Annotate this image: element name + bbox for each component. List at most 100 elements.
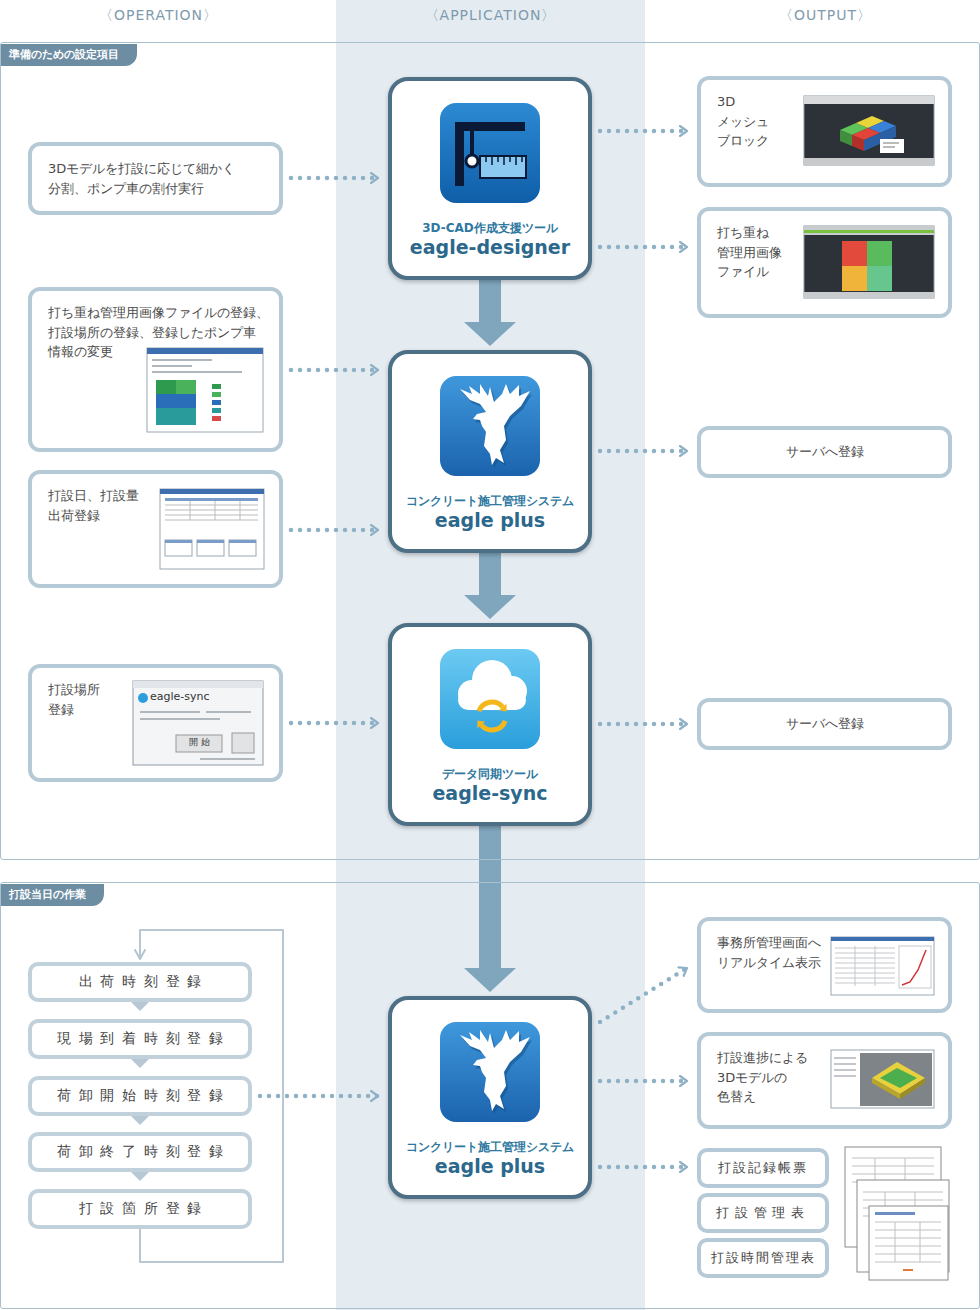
output-text: サーバへ登録 xyxy=(786,714,864,734)
sync-icon xyxy=(458,680,486,708)
app-screenshot xyxy=(156,380,176,394)
dotted-arrow xyxy=(291,368,378,373)
output-text: 3D メッシュ ブロック xyxy=(717,92,777,151)
operation-text: 打設場所 登録 xyxy=(48,680,118,719)
operation-text: 打ち重ね管理用画像ファイルの登録、 打設場所の登録、登録したポンプ車 情報の変更 xyxy=(48,303,273,362)
tool-category: コンクリート施工管理システム xyxy=(406,1139,574,1155)
app-screenshot xyxy=(212,392,221,397)
sync-window-screenshot xyxy=(200,758,255,760)
app-screenshot xyxy=(165,540,192,543)
output-box: 3D メッシュ ブロック xyxy=(697,76,952,187)
center-band xyxy=(336,0,645,1310)
designer-icon xyxy=(486,156,522,165)
section-tab: 準備のための設定項目 xyxy=(1,44,137,66)
eagle-plus-icon xyxy=(440,1022,540,1122)
sync-icon xyxy=(477,720,485,728)
cad-screenshot xyxy=(856,116,884,128)
tool-name: eagle-designer xyxy=(410,236,570,260)
step-label: 荷卸開始時刻登録 xyxy=(57,1087,231,1105)
step-label: 打設箇所登録 xyxy=(79,1200,209,1218)
screenshot-button-holder: 開始 xyxy=(176,737,222,749)
step-label: 出荷時刻登録 xyxy=(79,973,209,991)
section-panel: 準備のための設定項目 3Dモデルを打設に応じて細かく 分割、ポンプ車の割付実行 3D… xyxy=(0,42,980,860)
report-documents xyxy=(875,1222,941,1262)
sync-window-screenshot xyxy=(133,681,263,765)
sync-icon xyxy=(440,649,540,749)
cad-screenshot xyxy=(867,266,892,291)
report-documents xyxy=(903,1269,913,1271)
step-box: 現場到着時刻登録 xyxy=(28,1019,252,1059)
step-arrow xyxy=(131,1059,149,1068)
output-box: 打ち重ね 管理用画像 ファイル xyxy=(697,207,952,318)
column-header-holder: 〈APPLICATION〉 xyxy=(370,6,610,24)
report-documents xyxy=(845,1147,941,1247)
model-screenshot xyxy=(880,1068,917,1088)
cad-screenshot xyxy=(804,96,934,165)
step-arrow xyxy=(131,1172,149,1181)
report-documents xyxy=(863,1192,943,1222)
application-box: コンクリート施工管理システムeagle plus xyxy=(388,996,592,1199)
output-box: サーバへ登録 xyxy=(697,426,952,478)
sync-window-screenshot xyxy=(140,712,251,719)
eagle-plus-icon xyxy=(440,376,540,476)
model-screenshot xyxy=(831,1050,934,1108)
app-screenshot xyxy=(212,384,221,389)
eagle-plus-icon xyxy=(440,1022,540,1122)
screenshot-title: eagle-sync xyxy=(150,690,230,704)
report-documents xyxy=(857,1180,949,1272)
column-header: 〈OUTPUT〉 xyxy=(705,6,945,24)
report-box: 打設管理表 xyxy=(697,1193,829,1233)
designer-icon xyxy=(480,156,526,178)
eagle-plus-icon xyxy=(460,1030,530,1111)
tool-category: 3D-CAD作成支援ツール xyxy=(422,220,558,236)
step-arrow xyxy=(131,1116,149,1125)
column-header-holder: 〈OUTPUT〉 xyxy=(705,6,945,24)
dotted-arrow xyxy=(291,528,378,533)
office-screenshot xyxy=(831,937,934,995)
column-header: 〈APPLICATION〉 xyxy=(370,6,610,24)
flow-arrow xyxy=(464,280,516,346)
sync-window-screenshot xyxy=(232,733,254,753)
designer-icon xyxy=(440,103,540,203)
report-box: 打設記録帳票 xyxy=(697,1148,829,1188)
designer-icon xyxy=(455,122,464,186)
application-box: データ同期ツールeagle-sync xyxy=(388,623,592,826)
section-tab: 打設当日の作業 xyxy=(1,884,104,906)
operation-text: 3Dモデルを打設に応じて細かく 分割、ポンプ車の割付実行 xyxy=(48,159,273,198)
dotted-arrow xyxy=(600,722,687,727)
cad-screenshot xyxy=(804,226,934,235)
app-screenshot xyxy=(197,540,224,556)
sync-icon xyxy=(481,721,505,730)
output-box: 打設進捗による 3Dモデルの 色替え xyxy=(697,1032,952,1129)
app-screenshot xyxy=(160,489,264,569)
cad-screenshot xyxy=(804,226,934,298)
cad-screenshot xyxy=(804,230,934,233)
model-screenshot xyxy=(834,1058,856,1076)
cad-screenshot xyxy=(804,226,934,298)
designer-icon xyxy=(440,103,540,203)
cad-screenshot xyxy=(852,135,864,151)
report-label: 打設時間管理表 xyxy=(711,1249,816,1267)
cad-screenshot xyxy=(840,123,868,135)
output-text: 事務所管理画面へ リアルタイム表示 xyxy=(717,933,829,972)
cad-screenshot xyxy=(804,292,934,298)
step-label: 現場到着時刻登録 xyxy=(57,1030,231,1048)
app-screenshot xyxy=(147,348,263,354)
tool-name: eagle-sync xyxy=(432,782,547,806)
step-label: 荷卸終了時刻登録 xyxy=(57,1143,231,1161)
dotted-arrow xyxy=(291,721,378,726)
cad-screenshot xyxy=(804,158,934,165)
screenshot-title-holder: eagle-sync xyxy=(150,690,230,704)
dotted-arrow xyxy=(600,449,687,454)
app-screenshot xyxy=(165,498,258,501)
eagle-plus-icon xyxy=(440,376,540,476)
output-text: サーバへ登録 xyxy=(786,442,864,462)
sync-icon xyxy=(499,704,507,712)
eagle-plus-icon xyxy=(460,384,530,465)
dotted-arrow xyxy=(260,1094,378,1099)
model-screenshot xyxy=(872,1062,925,1094)
app-screenshot xyxy=(197,540,224,543)
cad-screenshot xyxy=(868,121,896,133)
